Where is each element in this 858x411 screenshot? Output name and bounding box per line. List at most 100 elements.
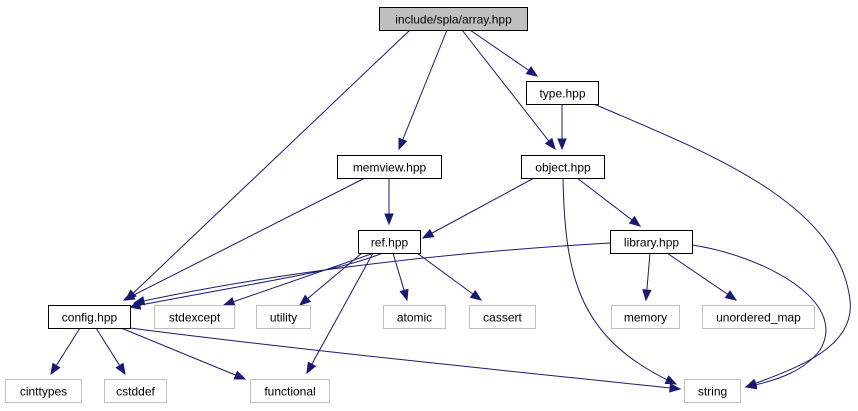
edge-ref-to-config xyxy=(128,252,384,310)
edges-layer xyxy=(50,29,851,393)
node-box xyxy=(469,305,536,329)
arrowhead-icon xyxy=(384,213,394,226)
node-box xyxy=(5,379,82,403)
edge-line xyxy=(469,29,538,77)
node-label: ref.hpp xyxy=(371,236,409,250)
edge-memview-to-config xyxy=(122,177,366,301)
arrowhead-icon xyxy=(525,66,539,77)
node-label: type.hpp xyxy=(539,87,585,101)
node-stdexcept: stdexcept xyxy=(154,305,235,329)
arrowhead-icon xyxy=(132,296,146,306)
node-atomic: atomic xyxy=(383,305,446,329)
node-library[interactable]: library.hpp xyxy=(610,230,693,254)
edge-config-to-cstddef xyxy=(95,327,126,376)
arrowhead-icon xyxy=(669,383,682,393)
edge-type-to-object xyxy=(557,104,567,151)
edge-line xyxy=(593,103,851,388)
edge-ref-to-cassert xyxy=(416,252,483,301)
edge-array-to-type xyxy=(469,29,539,77)
node-label: string xyxy=(698,385,727,399)
node-box xyxy=(702,305,815,329)
arrowhead-icon xyxy=(557,138,567,151)
edge-config-to-cinttypes xyxy=(50,327,81,376)
arrowhead-icon xyxy=(421,228,435,239)
arrowhead-icon xyxy=(724,290,738,301)
edge-ref-to-utility xyxy=(298,252,363,306)
edge-library-to-memory xyxy=(642,252,652,302)
edge-line xyxy=(422,177,535,239)
edge-object-to-library xyxy=(576,177,642,227)
node-label: unordered_map xyxy=(716,311,801,325)
node-ref[interactable]: ref.hpp xyxy=(358,230,421,254)
edge-line xyxy=(129,327,681,390)
node-unordered-map: unordered_map xyxy=(702,305,815,329)
arrowhead-icon xyxy=(628,215,642,227)
node-label: cinttypes xyxy=(20,385,67,399)
node-box xyxy=(256,305,311,329)
node-cstddef: cstddef xyxy=(104,379,167,403)
edge-config-to-string xyxy=(129,327,682,393)
edge-line xyxy=(666,252,737,301)
edge-array-to-object xyxy=(461,29,556,151)
nodes-layer: include/spla/array.hpp type.hpp memview.hp… xyxy=(5,7,815,403)
arrowhead-icon xyxy=(664,375,678,385)
arrowhead-icon xyxy=(469,289,483,301)
arrowhead-icon xyxy=(222,297,236,307)
edge-line xyxy=(123,177,366,301)
arrowhead-icon xyxy=(50,362,61,376)
arrowhead-icon xyxy=(233,370,247,380)
edge-line xyxy=(299,252,363,306)
node-type[interactable]: type.hpp xyxy=(526,81,599,105)
edge-line xyxy=(416,252,482,301)
edge-line xyxy=(691,244,827,388)
edge-library-to-unordered_map xyxy=(666,252,738,301)
arrowhead-icon xyxy=(544,137,556,151)
edge-ref-to-stdexcept xyxy=(222,252,375,307)
node-box xyxy=(526,81,599,105)
node-label: library.hpp xyxy=(624,236,679,250)
arrowhead-icon xyxy=(642,289,652,302)
arrowhead-icon xyxy=(298,294,312,306)
node-box xyxy=(154,305,235,329)
node-object[interactable]: object.hpp xyxy=(521,155,605,179)
arrowhead-icon xyxy=(744,380,758,390)
arrowhead-icon xyxy=(306,361,317,375)
node-array[interactable]: include/spla/array.hpp xyxy=(379,7,528,31)
node-box xyxy=(104,379,167,403)
arrowhead-icon xyxy=(399,288,409,302)
node-label: cstddef xyxy=(116,385,155,399)
edge-memview-to-ref xyxy=(384,178,394,226)
node-box xyxy=(379,7,528,31)
edge-object-to-string xyxy=(562,177,678,385)
node-label: config.hpp xyxy=(62,311,118,325)
node-box xyxy=(610,230,693,254)
node-config[interactable]: config.hpp xyxy=(48,305,131,329)
node-memview[interactable]: memview.hpp xyxy=(337,155,442,179)
node-box xyxy=(521,155,605,179)
node-string: string xyxy=(684,379,741,403)
node-box xyxy=(611,305,680,329)
edge-line xyxy=(576,177,641,227)
edge-line xyxy=(398,29,448,150)
node-cinttypes: cinttypes xyxy=(5,379,82,403)
edge-ref-to-functional xyxy=(306,252,374,375)
node-label: stdexcept xyxy=(169,311,221,325)
edge-line xyxy=(562,177,677,385)
node-box xyxy=(250,379,330,403)
node-box xyxy=(337,155,442,179)
node-label: memory xyxy=(624,311,667,325)
edge-line xyxy=(223,252,375,306)
edge-object-to-ref xyxy=(421,177,535,239)
node-functional: functional xyxy=(250,379,330,403)
node-label: memview.hpp xyxy=(353,161,427,175)
edge-array-to-memview xyxy=(398,29,448,151)
arrowhead-icon xyxy=(122,291,136,301)
node-cassert: cassert xyxy=(469,305,536,329)
node-box xyxy=(48,305,131,329)
node-box xyxy=(383,305,446,329)
edge-library-to-string xyxy=(691,244,827,390)
node-label: object.hpp xyxy=(535,161,591,175)
edge-line xyxy=(306,252,374,374)
arrowhead-icon xyxy=(115,362,126,376)
